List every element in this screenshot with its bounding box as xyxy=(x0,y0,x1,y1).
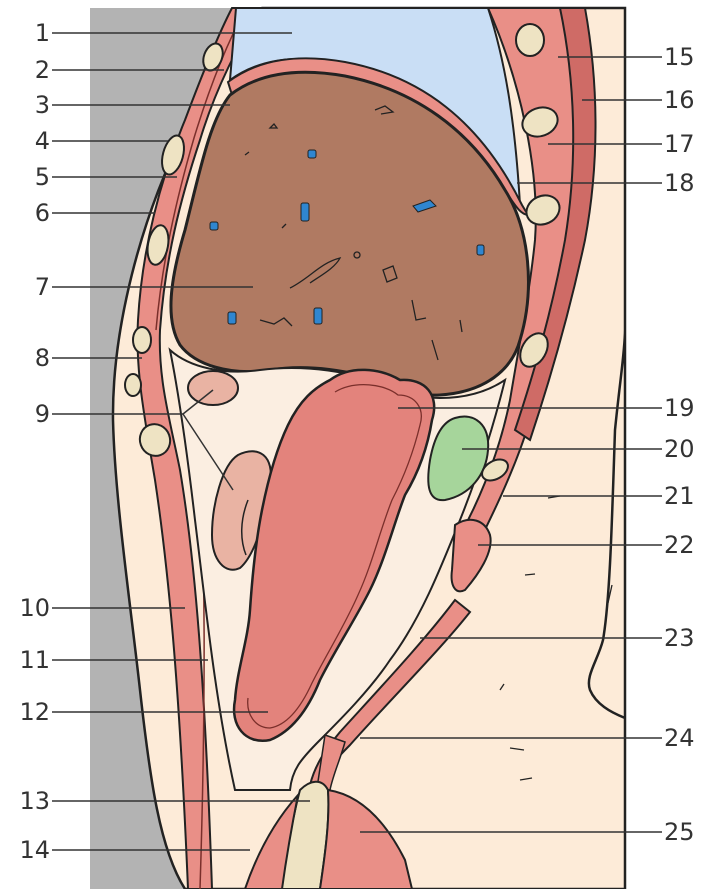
label-13: 13 xyxy=(6,789,50,813)
label-23: 23 xyxy=(664,626,708,650)
label-19: 19 xyxy=(664,396,708,420)
label-6: 6 xyxy=(6,201,50,225)
label-16: 16 xyxy=(664,88,708,112)
label-9: 9 xyxy=(6,402,50,426)
label-2: 2 xyxy=(6,58,50,82)
label-15: 15 xyxy=(664,45,708,69)
label-18: 18 xyxy=(664,171,708,195)
label-21: 21 xyxy=(664,484,708,508)
label-12: 12 xyxy=(6,700,50,724)
label-24: 24 xyxy=(664,726,708,750)
label-3: 3 xyxy=(6,93,50,117)
label-17: 17 xyxy=(664,132,708,156)
kidney-upper xyxy=(188,371,238,405)
label-8: 8 xyxy=(6,346,50,370)
label-25: 25 xyxy=(664,820,708,844)
label-20: 20 xyxy=(664,437,708,461)
label-1: 1 xyxy=(6,21,50,45)
label-5: 5 xyxy=(6,165,50,189)
label-7: 7 xyxy=(6,275,50,299)
label-10: 10 xyxy=(6,596,50,620)
label-22: 22 xyxy=(664,533,708,557)
label-11: 11 xyxy=(6,648,50,672)
label-14: 14 xyxy=(6,838,50,862)
label-4: 4 xyxy=(6,129,50,153)
